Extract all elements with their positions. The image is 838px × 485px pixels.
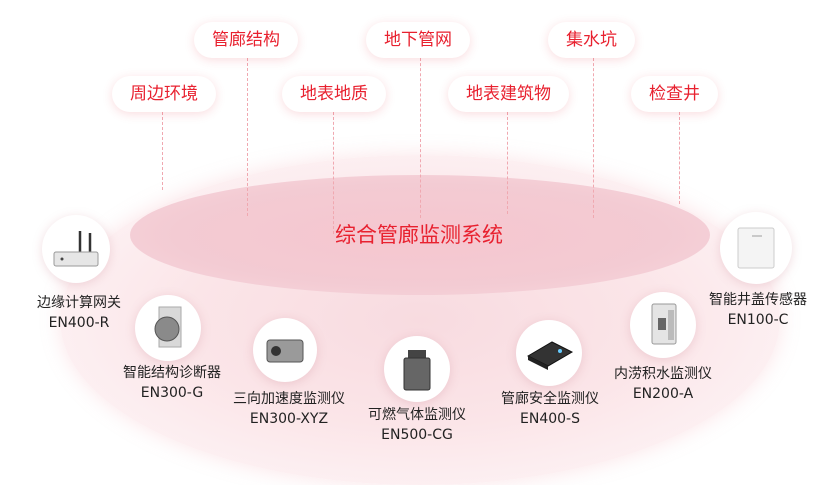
connector-line [593, 58, 594, 218]
center-title: 综合管廊监测系统 [335, 223, 503, 247]
accelerometer-icon [266, 339, 304, 363]
water-sensor-icon [651, 303, 677, 345]
tag-sump: 集水坑 [548, 22, 635, 58]
device-manhole-sensor [720, 212, 792, 284]
structure-sensor-icon [154, 306, 182, 348]
router-icon [53, 231, 99, 267]
connector-line [420, 58, 421, 218]
device-safety-monitor [516, 320, 582, 386]
device-edge-gateway [42, 215, 110, 283]
connector-line [247, 58, 248, 216]
manhole-sensor-icon [737, 227, 775, 269]
tag-inspection-well: 检查井 [631, 76, 718, 112]
device-structure-diagnosis [135, 295, 201, 361]
tag-pipe-gallery-structure: 管廊结构 [194, 22, 298, 58]
safety-monitor-icon [526, 341, 574, 370]
device-gas-monitor [384, 336, 450, 402]
device-accelerometer [253, 318, 317, 382]
tag-surface-buildings: 地表建筑物 [448, 76, 569, 112]
connector-line [507, 112, 508, 214]
tag-surroundings: 周边环境 [112, 76, 216, 112]
tag-underground-pipe-network: 地下管网 [366, 22, 470, 58]
gas-monitor-icon [403, 350, 431, 391]
connector-line [679, 112, 680, 204]
device-waterlogging-monitor [630, 292, 696, 358]
connector-line [333, 112, 334, 234]
tag-surface-geology: 地表地质 [282, 76, 386, 112]
connector-line [162, 112, 163, 190]
